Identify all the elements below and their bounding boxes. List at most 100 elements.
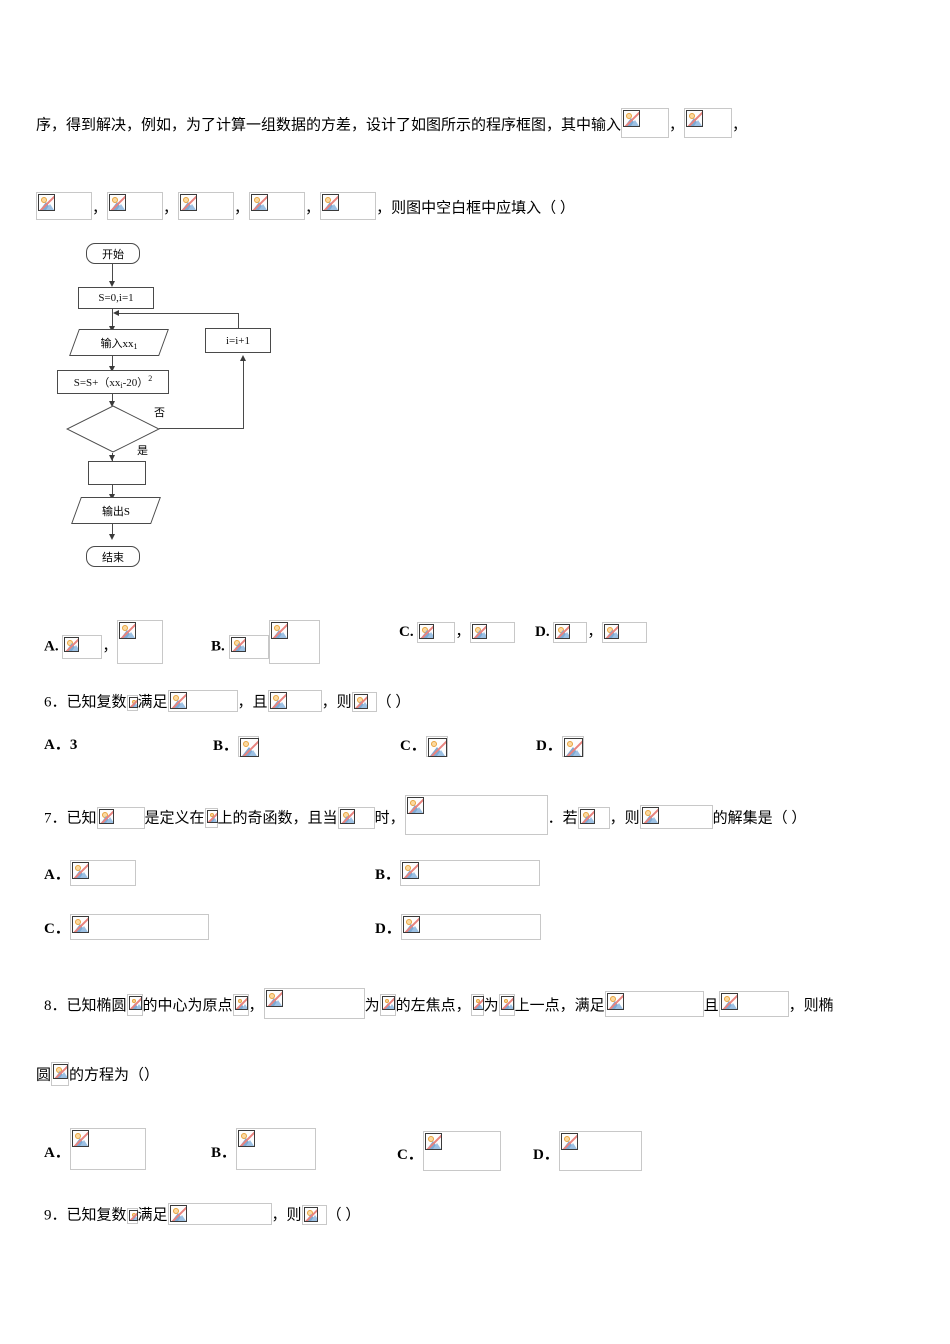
broken-image-icon bbox=[69, 1128, 146, 1170]
flow-connector-blank-output bbox=[112, 485, 113, 497]
q6-option-a-text: 3 bbox=[69, 737, 78, 753]
broken-image-icon bbox=[167, 690, 238, 712]
flow-input-label: 输入xx1 bbox=[100, 337, 138, 351]
q6-number: 6． bbox=[44, 694, 67, 711]
broken-image-icon bbox=[553, 622, 588, 643]
broken-image-icon bbox=[249, 192, 306, 220]
q5-option-d-letter: D. bbox=[535, 623, 550, 640]
paragraph-1-comma-3: ， bbox=[92, 200, 108, 217]
q5-option-a-separator: ， bbox=[102, 638, 118, 655]
flow-start-terminator: 开始 bbox=[86, 243, 140, 264]
flow-blank-box[interactable] bbox=[88, 461, 146, 485]
flow-connector-start-init bbox=[112, 264, 113, 283]
q7-option-d[interactable]: D． bbox=[375, 914, 541, 945]
paragraph-1-comma-1: ， bbox=[669, 117, 685, 134]
flow-output-parallelogram: 输出S bbox=[71, 497, 161, 524]
q7-part-7: 的解集是（ ） bbox=[712, 810, 807, 827]
broken-image-icon bbox=[167, 1203, 272, 1225]
q6-option-d-letter: D． bbox=[536, 737, 562, 754]
broken-image-icon bbox=[238, 736, 260, 757]
flow-arrow-4 bbox=[109, 401, 115, 407]
broken-image-icon bbox=[400, 860, 541, 886]
broken-image-icon bbox=[404, 795, 548, 835]
broken-image-icon bbox=[684, 108, 733, 138]
q5-option-c[interactable]: C. ， bbox=[399, 622, 516, 643]
program-flowchart: 开始 S=0,i=1 输入xx1 S=S+（xxi-20）2 bbox=[0, 0, 300, 580]
broken-image-icon bbox=[470, 994, 484, 1016]
broken-image-icon bbox=[351, 691, 377, 712]
broken-image-icon bbox=[96, 806, 145, 829]
q8-part-9: ，则椭 bbox=[788, 997, 834, 1014]
paragraph-1-comma-4: ， bbox=[163, 200, 179, 217]
flow-arrow-3 bbox=[109, 366, 115, 372]
broken-image-icon bbox=[558, 1131, 642, 1171]
question-8-stem: 8．已知椭圆的中心为原点，为的左焦点，为上一点，满足且，则椭 bbox=[44, 988, 834, 1025]
q8-part-10: 圆 bbox=[36, 1067, 52, 1084]
q8-option-b[interactable]: B． bbox=[211, 1128, 317, 1179]
broken-image-icon bbox=[425, 736, 448, 757]
q9-number: 9． bbox=[44, 1207, 67, 1224]
q8-part-1: 已知椭圆 bbox=[66, 997, 127, 1014]
q6-part-3: ，且 bbox=[237, 694, 268, 711]
q7-part-1: 已知 bbox=[66, 810, 97, 827]
broken-image-icon bbox=[561, 736, 584, 757]
flow-yes-label: 是 bbox=[137, 445, 148, 457]
broken-image-icon bbox=[178, 192, 235, 220]
q6-part-4: ，则 bbox=[321, 694, 352, 711]
q8-option-d[interactable]: D． bbox=[533, 1131, 642, 1180]
q7-option-b[interactable]: B． bbox=[375, 860, 541, 891]
q6-option-c[interactable]: C． bbox=[400, 736, 448, 757]
broken-image-icon bbox=[107, 192, 164, 220]
q8-option-a[interactable]: A． bbox=[44, 1128, 146, 1179]
flow-increment-label: i=i+1 bbox=[225, 334, 251, 347]
flow-start-label: 开始 bbox=[102, 248, 124, 261]
paragraph-1-line-2: ，，，，，则图中空白框中应填入（ ） bbox=[36, 192, 575, 226]
broken-image-icon bbox=[62, 635, 103, 659]
broken-image-icon bbox=[621, 108, 670, 138]
q6-option-d[interactable]: D． bbox=[536, 736, 584, 757]
flow-end-terminator: 结束 bbox=[86, 546, 140, 567]
broken-image-icon bbox=[36, 192, 92, 220]
q8-part-4: 为 bbox=[364, 997, 380, 1014]
flow-condition-diamond bbox=[66, 405, 160, 453]
broken-image-icon bbox=[51, 1062, 70, 1086]
q7-option-a-letter: A． bbox=[44, 866, 70, 883]
broken-image-icon bbox=[126, 695, 138, 711]
q8-option-a-letter: A． bbox=[44, 1144, 70, 1161]
q6-option-a[interactable]: A．3 bbox=[44, 738, 77, 753]
q8-part-7: 上一点，满足 bbox=[514, 997, 605, 1014]
flow-end-label: 结束 bbox=[102, 551, 124, 564]
flow-connector-no-h bbox=[159, 428, 244, 429]
broken-image-icon bbox=[126, 1208, 138, 1224]
broken-image-icon bbox=[267, 690, 322, 712]
q7-part-3: 上的奇函数，且当 bbox=[217, 810, 338, 827]
broken-image-icon bbox=[69, 860, 136, 886]
flow-connector-no-v bbox=[243, 361, 244, 429]
q5-option-a[interactable]: A. ， bbox=[44, 620, 164, 674]
q5-option-b[interactable]: B. bbox=[211, 620, 320, 674]
broken-image-icon bbox=[604, 991, 704, 1017]
q7-option-c[interactable]: C． bbox=[44, 914, 209, 945]
q5-option-c-letter: C. bbox=[399, 623, 414, 640]
q6-part-5: （ ） bbox=[376, 694, 411, 711]
q8-option-c[interactable]: C． bbox=[397, 1131, 501, 1180]
flow-connector-loop-h bbox=[118, 313, 239, 314]
flow-connector-acc-cond bbox=[112, 394, 113, 405]
flow-accumulate-label: S=S+（xxi-20）2 bbox=[73, 374, 153, 390]
q9-part-4: （ ） bbox=[326, 1207, 361, 1224]
flow-connector-input-acc bbox=[112, 356, 113, 369]
q7-option-a[interactable]: A． bbox=[44, 860, 136, 891]
q8-part-2: 的中心为原点 bbox=[142, 997, 233, 1014]
q7-part-4: 时， bbox=[374, 810, 405, 827]
flow-no-label: 否 bbox=[154, 407, 165, 419]
flow-accumulate-box: S=S+（xxi-20）2 bbox=[57, 370, 169, 394]
flow-arrow-7 bbox=[109, 455, 115, 461]
flow-input-parallelogram: 输入xx1 bbox=[69, 329, 169, 356]
q5-option-c-separator: ， bbox=[455, 623, 471, 640]
q5-option-d[interactable]: D. ， bbox=[535, 622, 648, 643]
broken-image-icon bbox=[639, 805, 713, 829]
broken-image-icon bbox=[417, 622, 456, 643]
q6-option-b[interactable]: B． bbox=[213, 736, 260, 757]
q8-option-c-letter: C． bbox=[397, 1146, 423, 1163]
